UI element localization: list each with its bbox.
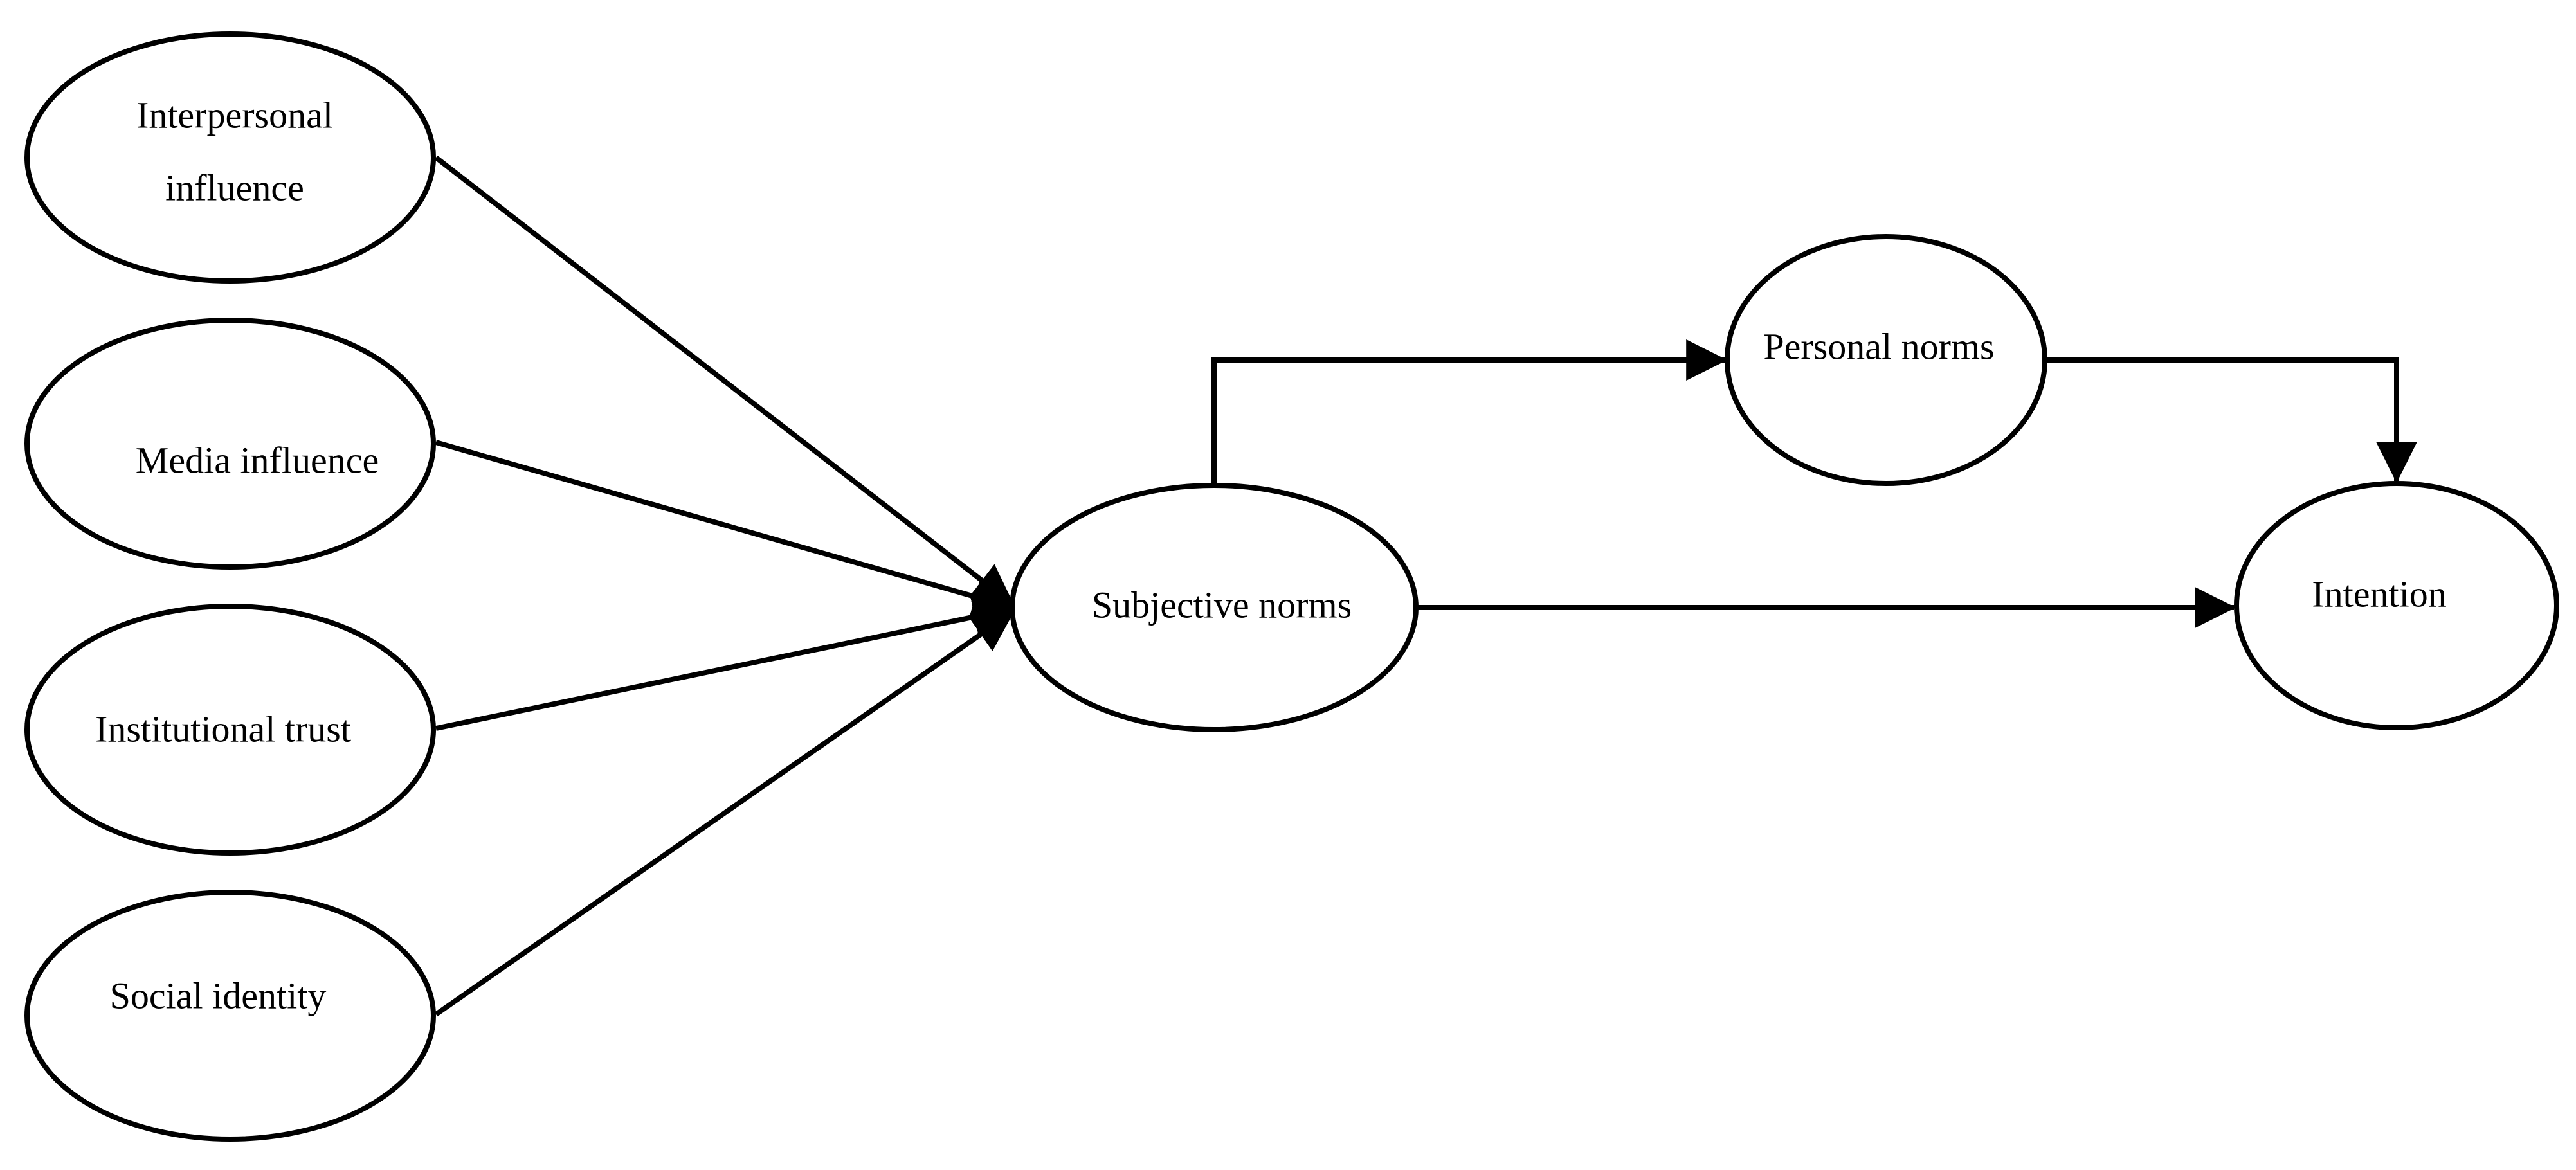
edge-media-to-subjective (435, 440, 1015, 617)
node-label: Institutional trust (95, 708, 351, 750)
edge-personal-to-intention (2045, 357, 2417, 483)
node-label: Personal norms (1763, 325, 1994, 367)
node-intention: Intention (2234, 481, 2559, 730)
node-label-line1: Interpersonal (136, 94, 333, 136)
node-social-identity: Social identity (24, 890, 436, 1142)
node-ellipse (2234, 481, 2559, 730)
node-subjective-norms: Subjective norms (1010, 483, 1419, 732)
edge-interpersonal-to-subjective (434, 155, 1015, 607)
node-label: Intention (2312, 573, 2446, 615)
node-media-influence: Media influence (24, 318, 436, 570)
node-interpersonal-influence: Interpersonal influence (24, 32, 436, 284)
node-ellipse (24, 318, 436, 570)
node-ellipse (24, 890, 436, 1142)
edge-institutional-to-subjective (435, 597, 1015, 731)
edge-social-to-subjective (434, 609, 1015, 1017)
node-label: Social identity (110, 975, 327, 1016)
node-personal-norms: Personal norms (1725, 234, 2047, 486)
node-ellipse (24, 32, 436, 284)
node-label: Subjective norms (1092, 584, 1352, 626)
node-label-line2: influence (165, 166, 304, 208)
node-institutional-trust: Institutional trust (24, 604, 436, 856)
node-ellipse (1725, 234, 2047, 486)
node-ellipse (24, 604, 436, 856)
edge-subjective-to-personal (1211, 339, 1728, 485)
node-ellipse (1010, 483, 1419, 732)
edges (434, 155, 2417, 1017)
node-label: Media influence (136, 439, 379, 481)
